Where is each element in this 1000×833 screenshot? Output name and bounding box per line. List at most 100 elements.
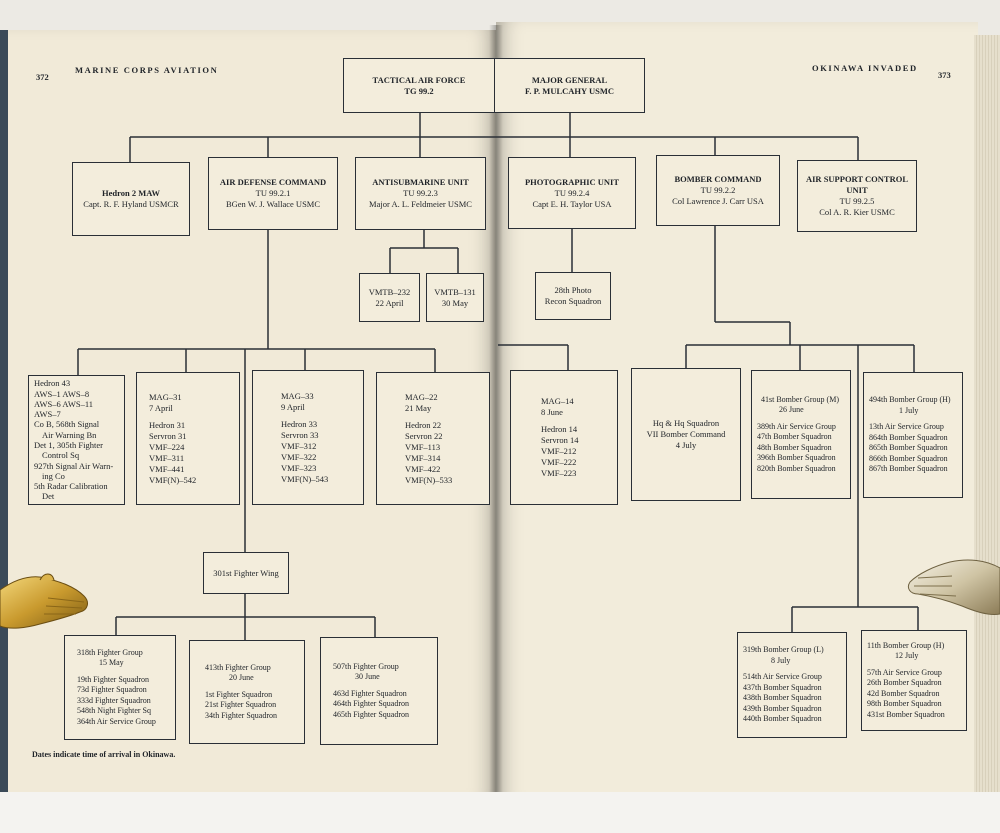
box-line: Hedron 22 xyxy=(405,419,442,430)
box-line: 389th Air Service Group xyxy=(757,421,836,431)
box-line: VMF–312 xyxy=(281,440,317,451)
box-line: 514th Air Service Group xyxy=(743,672,822,682)
box-line: VMF–441 xyxy=(149,463,185,474)
box-line: 865th Bomber Squadron xyxy=(869,443,948,453)
box-line: 30 May xyxy=(441,297,469,308)
box-line: 437th Bomber Squadron xyxy=(743,682,822,692)
box-line: AIR SUPPORT CONTROL xyxy=(805,174,909,184)
box-line: 4 July xyxy=(675,440,697,450)
box-line: VMF–322 xyxy=(281,451,317,462)
box-line: 463d Fighter Squadron xyxy=(333,688,407,698)
vmtb-232-box: VMTB–232 22 April xyxy=(359,273,420,322)
box-line: 507th Fighter Group xyxy=(333,661,399,671)
box-line: 1 July xyxy=(899,405,919,415)
box-line: 319th Bomber Group (L) xyxy=(743,645,824,655)
box-line: 364th Air Service Group xyxy=(77,716,156,726)
box-line: VMF(N)–543 xyxy=(281,473,329,484)
right-brass-hand-page-holder xyxy=(907,559,1000,615)
book-cover-left-edge xyxy=(0,30,10,795)
box-line: 396th Bomber Squadron xyxy=(757,453,836,463)
left-brass-hand-page-holder xyxy=(0,573,88,629)
318th-fighter-group-box: 318th Fighter Group 15 May 19th Fighter … xyxy=(64,635,176,740)
box-line: 42d Bomber Squadron xyxy=(867,688,940,698)
box-line: 12 July xyxy=(895,651,919,661)
box-line: AWS–1 AWS–8 xyxy=(34,388,90,399)
box-line: 20 June xyxy=(229,673,254,683)
box-line: TU 99.2.5 xyxy=(839,196,875,206)
photo-recon-squadron-box: 28th Photo Recon Squadron xyxy=(535,272,611,320)
box-line: TU 99.2.2 xyxy=(700,185,736,195)
box-line: 22 April xyxy=(375,297,404,308)
hq-squadron-box: Hq & Hq Squadron VII Bomber Command 4 Ju… xyxy=(631,368,741,501)
box-line: VMF(N)–542 xyxy=(149,474,197,485)
box-line: 867th Bomber Squadron xyxy=(869,464,948,474)
box-line: 333d Fighter Squadron xyxy=(77,695,151,705)
box-line: TU 99.2.4 xyxy=(554,187,590,198)
box-line: F. P. MULCAHY USMC xyxy=(524,85,615,96)
box-line: 465th Fighter Squadron xyxy=(333,709,409,719)
mag-22-box: MAG–22 21 May Hedron 22 Servron 22 VMF–1… xyxy=(376,372,490,505)
box-line: 413th Fighter Group xyxy=(205,662,271,672)
tactical-air-force-box: TACTICAL AIR FORCE TG 99.2 xyxy=(343,58,495,113)
box-line: 98th Bomber Squadron xyxy=(867,699,942,709)
494th-bomber-group-box: 494th Bomber Group (H) 1 July 13th Air S… xyxy=(863,372,963,498)
319th-bomber-group-box: 319th Bomber Group (L) 8 July 514th Air … xyxy=(737,632,847,738)
hedron-43-box: Hedron 43 AWS–1 AWS–8 AWS–6 AWS–11 AWS–7… xyxy=(28,375,125,505)
box-line: VMF–224 xyxy=(149,441,185,452)
vmtb-131-box: VMTB–131 30 May xyxy=(426,273,484,322)
box-line: 47th Bomber Squadron xyxy=(757,432,832,442)
box-line: UNIT xyxy=(846,185,868,195)
413th-fighter-group-box: 413th Fighter Group 20 June 1st Fighter … xyxy=(189,640,305,744)
box-line: Hedron 14 xyxy=(541,424,578,434)
box-line: 464th Fighter Squadron xyxy=(333,699,409,709)
box-line: TG 99.2 xyxy=(404,85,434,96)
box-line: VMF–422 xyxy=(405,463,441,474)
box-line: VMF–223 xyxy=(541,468,577,478)
box-line: 864th Bomber Squadron xyxy=(869,432,948,442)
mag-33-box: MAG–33 9 April Hedron 33 Servron 33 VMF–… xyxy=(252,370,364,505)
box-line: ANTISUBMARINE UNIT xyxy=(372,177,469,187)
11th-bomber-group-box: 11th Bomber Group (H) 12 July 57th Air S… xyxy=(861,630,967,731)
box-line: 34th Fighter Squadron xyxy=(205,710,277,720)
box-line: ing Co xyxy=(42,470,65,481)
box-line: 866th Bomber Squadron xyxy=(869,453,948,463)
box-line: Control Sq xyxy=(42,450,80,461)
box-line: TU 99.2.1 xyxy=(255,188,291,198)
box-line: Hedron 31 xyxy=(149,419,186,430)
right-running-head: OKINAWA INVADED xyxy=(812,63,918,73)
box-line: 431st Bomber Squadron xyxy=(867,709,945,719)
box-line: 820th Bomber Squadron xyxy=(757,463,836,473)
box-line: 7 April xyxy=(149,402,173,413)
box-line: Recon Squadron xyxy=(544,296,602,306)
box-line: 927th Signal Air Warn- xyxy=(34,460,114,471)
box-line: Servron 14 xyxy=(541,435,579,445)
box-line: Servron 33 xyxy=(281,429,319,440)
box-line: 26 June xyxy=(779,405,804,415)
right-page-number: 373 xyxy=(938,70,951,80)
box-line: Hedron 43 xyxy=(34,378,71,389)
box-line: 73d Fighter Squadron xyxy=(77,685,147,695)
box-line: MAJOR GENERAL xyxy=(531,74,608,85)
box-line: MAG–33 xyxy=(281,390,314,401)
box-line: MAG–31 xyxy=(149,391,182,402)
box-line: Air Warning Bn xyxy=(42,429,97,440)
book-spine xyxy=(489,25,503,805)
footnote: Dates indicate time of arrival in Okinaw… xyxy=(32,750,176,759)
box-line: Major A. L. Feldmeier USMC xyxy=(369,199,472,209)
box-line: MAG–14 xyxy=(541,396,574,406)
mag-31-box: MAG–31 7 April Hedron 31 Servron 31 VMF–… xyxy=(136,372,240,505)
antisubmarine-unit-box: ANTISUBMARINE UNIT TU 99.2.3 Major A. L.… xyxy=(355,157,486,230)
hedron-2-maw-box: Hedron 2 MAW Capt. R. F. Hyland USMCR xyxy=(72,162,190,236)
301st-fighter-wing-box: 301st Fighter Wing xyxy=(203,552,289,594)
box-line: VMF–311 xyxy=(149,452,185,463)
box-line: AIR DEFENSE COMMAND xyxy=(219,177,327,187)
box-line: VMF–212 xyxy=(541,446,577,456)
box-line: 48th Bomber Squadron xyxy=(757,442,832,452)
box-line: 1st Fighter Squadron xyxy=(205,689,273,699)
box-line: VMF(N)–533 xyxy=(405,474,453,485)
box-line: 8 July xyxy=(771,655,791,665)
box-line: 21 May xyxy=(405,402,432,413)
box-line: 13th Air Service Group xyxy=(869,422,944,432)
box-line: VMF–113 xyxy=(405,441,441,452)
